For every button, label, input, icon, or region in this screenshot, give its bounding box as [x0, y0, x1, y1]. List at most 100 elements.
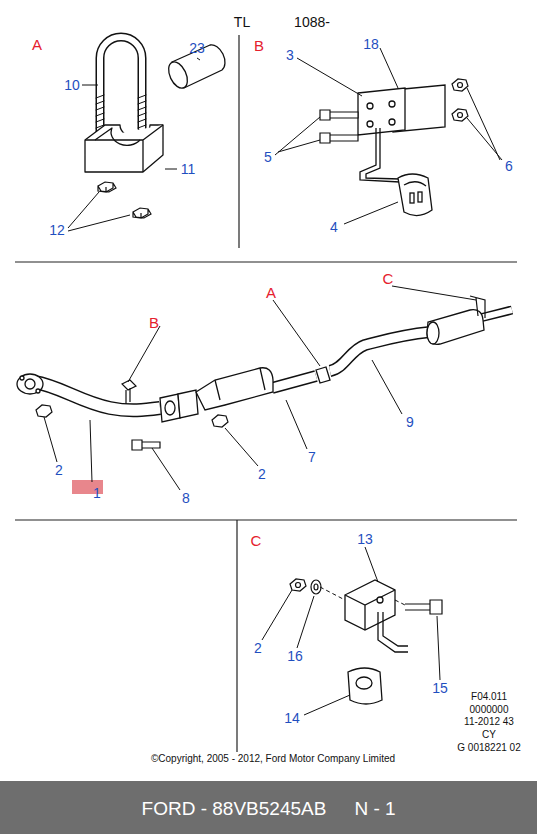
sleeve — [165, 59, 191, 91]
leader-line — [365, 547, 378, 582]
leader-line — [152, 448, 180, 490]
leader-line — [297, 58, 362, 96]
footer-text: N - 1 — [354, 799, 395, 818]
leader-line — [128, 326, 160, 382]
note-text: TL — [234, 15, 250, 29]
panel-divider — [238, 35, 239, 248]
note-text: 11-2012 43 — [464, 717, 514, 727]
clamp — [95, 128, 140, 145]
bracket — [345, 580, 395, 630]
bolt — [320, 110, 358, 120]
leader-line — [82, 85, 98, 86]
leader-line — [68, 192, 130, 231]
panel-divider — [15, 261, 517, 262]
callout-number: 7 — [308, 450, 316, 464]
washer — [311, 580, 321, 594]
callout-number: 2 — [55, 463, 63, 477]
panel-divider — [236, 520, 237, 752]
bracket-plate — [358, 85, 445, 135]
flange — [36, 389, 40, 393]
u-bolt — [100, 37, 142, 132]
hanger-bracket — [122, 380, 136, 404]
leader-line — [344, 202, 398, 224]
callout-number: 6 — [505, 159, 513, 173]
callout-number: 1 — [93, 486, 101, 500]
bracket-plate — [358, 88, 405, 135]
panel-divider — [15, 35, 517, 752]
note-text: G 0018221 02 — [457, 743, 520, 753]
callout-number: 9 — [406, 415, 414, 429]
leader-line — [392, 286, 476, 300]
bracket-plate — [389, 119, 395, 125]
view-letter: A — [32, 37, 42, 52]
leader-line — [275, 117, 320, 155]
leader-line — [380, 48, 398, 88]
nut — [452, 79, 468, 121]
note-text: F04.011 — [471, 692, 507, 702]
leader-line — [437, 616, 440, 680]
nut — [98, 182, 116, 192]
leader-line — [197, 58, 200, 60]
hanger-rod — [378, 612, 408, 652]
callout-number: 2 — [254, 641, 262, 655]
clamp — [85, 125, 163, 172]
leader-line — [372, 360, 402, 414]
nut — [36, 405, 228, 427]
catalytic-converter — [196, 368, 273, 410]
callout-number: 4 — [330, 220, 338, 234]
rubber-mount — [410, 193, 414, 203]
hanger-rod — [366, 128, 400, 179]
leader-line — [165, 169, 177, 170]
clamp — [85, 125, 163, 172]
leader-line — [304, 695, 350, 715]
exhaust-pipe — [34, 310, 512, 410]
rubber-mount — [418, 192, 422, 202]
clamp — [85, 125, 163, 172]
hanger-rod — [360, 128, 400, 182]
hanger-bracket — [122, 296, 485, 404]
leader-line — [273, 300, 320, 366]
callout-number: 8 — [182, 491, 190, 505]
rubber-mount — [356, 677, 372, 689]
catalytic-converter — [196, 368, 273, 410]
leader-line — [467, 88, 502, 160]
nut — [98, 182, 151, 218]
callout-number: 13 — [357, 532, 373, 546]
callout-number: 10 — [64, 78, 80, 92]
callout-number: 12 — [49, 223, 65, 237]
note-text: 1088- — [294, 15, 330, 29]
muffler — [427, 322, 439, 344]
nut — [290, 579, 306, 591]
nut — [458, 113, 463, 118]
exhaust-pipe — [34, 382, 160, 410]
leader-line — [44, 417, 57, 462]
leader-line — [68, 58, 200, 231]
leader-line — [90, 420, 92, 482]
rubber-mount — [398, 174, 432, 216]
flange — [178, 390, 198, 418]
bolt — [320, 133, 358, 143]
leader-line — [262, 590, 292, 640]
bracket-plate — [367, 121, 373, 127]
flange — [17, 374, 43, 394]
u-bolt — [96, 37, 146, 132]
view-letter: C — [251, 533, 262, 548]
flange — [20, 376, 24, 380]
bracket — [345, 590, 395, 630]
callout-number: 3 — [286, 48, 294, 62]
leader-line — [297, 596, 314, 648]
callout-number: 14 — [284, 711, 300, 725]
footer-text: FORD - 88VB5245AB — [142, 799, 327, 818]
leader-line — [286, 400, 307, 449]
nut — [452, 109, 468, 121]
leader-line — [44, 286, 476, 490]
flange — [165, 401, 175, 415]
bracket-plate — [389, 101, 395, 107]
washer — [311, 580, 321, 594]
washer — [314, 584, 318, 590]
note-text: ©Copyright, 2005 - 2012, Ford Motor Comp… — [151, 754, 395, 764]
hanger-rod — [360, 128, 400, 182]
nut — [458, 83, 463, 88]
leader-line — [320, 587, 345, 600]
